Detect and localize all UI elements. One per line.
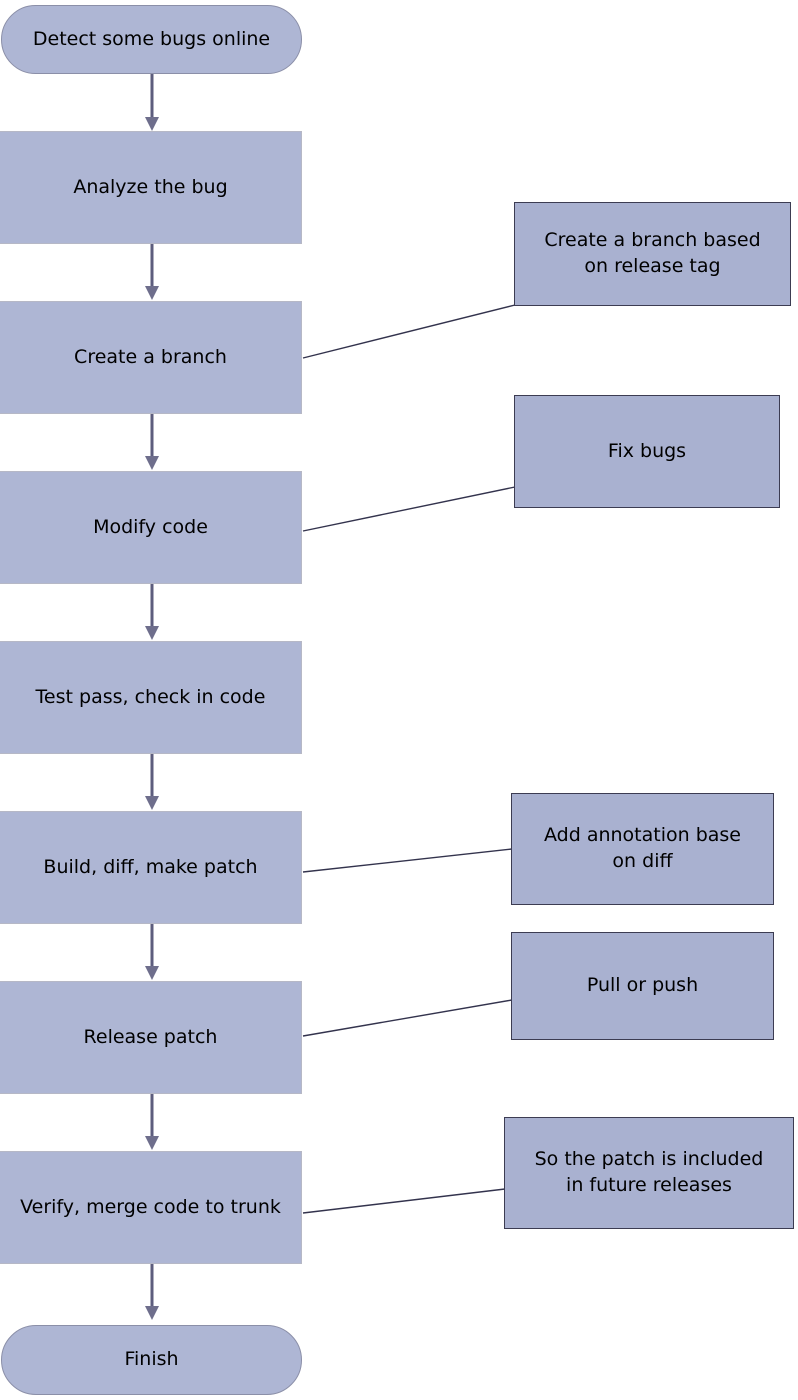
note-add-annotation-base-on-diff[interactable]: Add annotation base on diff (511, 793, 774, 905)
node-finish-label: Finish (124, 1348, 179, 1371)
node-start[interactable]: Detect some bugs online (1, 5, 302, 74)
note-fix-bugs[interactable]: Fix bugs (514, 395, 780, 508)
arrow-branch-to-modify (145, 414, 159, 470)
connector-release-note (302, 999, 513, 1037)
node-release-patch-label: Release patch (83, 1025, 218, 1048)
node-finish[interactable]: Finish (1, 1325, 302, 1395)
arrow-verify-to-finish (145, 1264, 159, 1320)
connector-branch-note (302, 304, 516, 359)
note-fix-bugs-label: Fix bugs (607, 439, 687, 462)
node-start-label: Detect some bugs online (32, 27, 271, 50)
node-verify-merge-code-to-trunk[interactable]: Verify, merge code to trunk (0, 1151, 302, 1264)
arrow-start-to-analyze (145, 74, 159, 131)
note-pull-or-push[interactable]: Pull or push (511, 932, 774, 1040)
note-pull-or-push-label: Pull or push (586, 974, 699, 997)
node-analyze-the-bug[interactable]: Analyze the bug (0, 131, 302, 244)
note-so-the-patch-is-included-in-future-releases-label: So the patch is included in future relea… (534, 1148, 764, 1196)
arrow-analyze-to-branch (145, 244, 159, 300)
arrow-test-to-build (145, 754, 159, 810)
note-add-annotation-base-on-diff-label: Add annotation base on diff (544, 824, 741, 872)
node-build-diff-make-patch-label: Build, diff, make patch (43, 855, 258, 878)
node-verify-merge-code-to-trunk-label: Verify, merge code to trunk (20, 1195, 281, 1218)
note-create-a-branch-based-on-release-tag[interactable]: Create a branch based on release tag (514, 202, 791, 306)
node-modify-code-label: Modify code (93, 515, 208, 538)
node-modify-code[interactable]: Modify code (0, 471, 302, 584)
note-so-the-patch-is-included-in-future-releases[interactable]: So the patch is included in future relea… (504, 1117, 794, 1229)
node-test-pass-check-in-code-label: Test pass, check in code (35, 685, 266, 708)
node-release-patch[interactable]: Release patch (0, 981, 302, 1094)
connector-build-note (302, 848, 513, 873)
arrow-release-to-verify (145, 1094, 159, 1150)
node-create-a-branch[interactable]: Create a branch (0, 301, 302, 414)
connector-verify-note (302, 1188, 506, 1214)
arrow-build-to-release (145, 924, 159, 980)
arrow-modify-to-test (145, 584, 159, 640)
note-create-a-branch-based-on-release-tag-label: Create a branch based on release tag (544, 229, 761, 277)
node-test-pass-check-in-code[interactable]: Test pass, check in code (0, 641, 302, 754)
node-analyze-the-bug-label: Analyze the bug (73, 175, 228, 198)
node-create-a-branch-label: Create a branch (74, 345, 227, 368)
connector-modify-note (302, 486, 516, 532)
node-build-diff-make-patch[interactable]: Build, diff, make patch (0, 811, 302, 924)
